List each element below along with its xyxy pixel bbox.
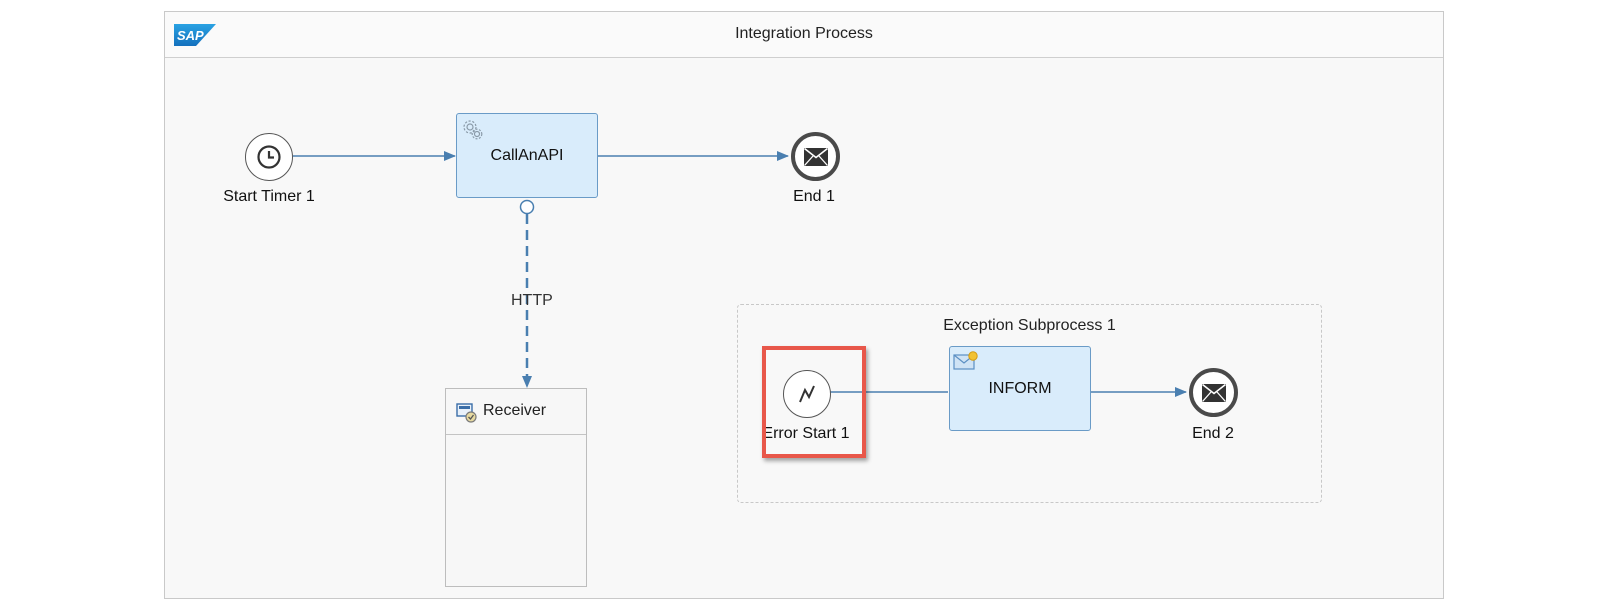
inform-task[interactable]: INFORM bbox=[949, 346, 1091, 431]
receiver-participant[interactable]: Receiver bbox=[445, 388, 587, 587]
svg-text:SAP: SAP bbox=[177, 28, 204, 43]
callanapi-task[interactable]: CallAnAPI bbox=[456, 113, 598, 198]
http-label: HTTP bbox=[511, 292, 553, 309]
pool-title: Integration Process bbox=[735, 25, 873, 42]
clock-icon bbox=[257, 145, 281, 169]
end1-label: End 1 bbox=[793, 188, 835, 205]
integration-process-pool: SAP Integration Process bbox=[164, 11, 1444, 599]
sap-logo-icon: SAP bbox=[174, 24, 216, 46]
receiver-label: Receiver bbox=[483, 402, 547, 419]
subprocess-title: Exception Subprocess 1 bbox=[943, 317, 1116, 334]
exception-subprocess[interactable]: Exception Subprocess 1 bbox=[737, 304, 1322, 503]
mail-script-icon bbox=[953, 351, 978, 370]
envelope-icon bbox=[803, 147, 828, 166]
end2-event[interactable] bbox=[1189, 368, 1238, 417]
receiver-header: Receiver bbox=[446, 389, 586, 435]
callanapi-label: CallAnAPI bbox=[490, 146, 564, 164]
start-timer-label: Start Timer 1 bbox=[223, 188, 315, 205]
start-timer-event[interactable] bbox=[245, 133, 293, 181]
error-start-label: Error Start 1 bbox=[762, 425, 850, 442]
error-start-event[interactable] bbox=[783, 370, 831, 418]
end2-label: End 2 bbox=[1192, 425, 1234, 442]
gear-icon bbox=[463, 120, 483, 140]
error-start-highlight bbox=[762, 346, 866, 458]
error-icon bbox=[799, 385, 815, 403]
message-flow-origin bbox=[519, 199, 535, 215]
end1-event[interactable] bbox=[791, 132, 840, 181]
receiver-icon bbox=[456, 403, 477, 423]
pool-header: SAP Integration Process bbox=[165, 12, 1443, 58]
envelope-icon bbox=[1201, 383, 1226, 402]
inform-label: INFORM bbox=[988, 379, 1052, 397]
